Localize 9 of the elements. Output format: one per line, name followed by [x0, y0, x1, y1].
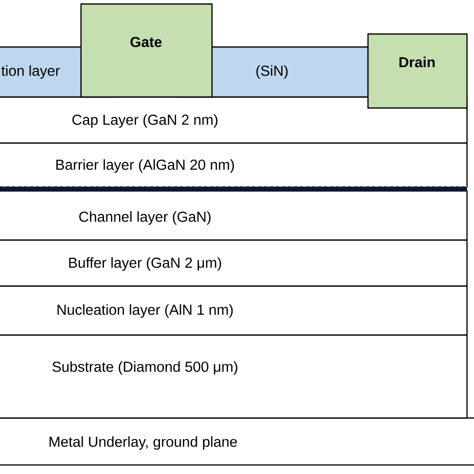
drain-electrode: Drain [367, 33, 468, 109]
gate-electrode: Gate [80, 3, 213, 98]
layer-box: Barrier layer (AlGaN 20 nm) [0, 142, 468, 188]
layer-box: Nucleation layer (AlN 1 nm) [0, 285, 468, 336]
layer-box: Buffer layer (GaN 2 μm) [0, 239, 468, 287]
layer-box: Channel layer (GaN) [0, 190, 468, 241]
layer-box: Cap Layer (GaN 2 nm) [0, 96, 468, 144]
layer-box: Substrate (Diamond 500 μm) [0, 334, 468, 419]
layer-box: Metal Underlay, ground plane [0, 417, 474, 466]
